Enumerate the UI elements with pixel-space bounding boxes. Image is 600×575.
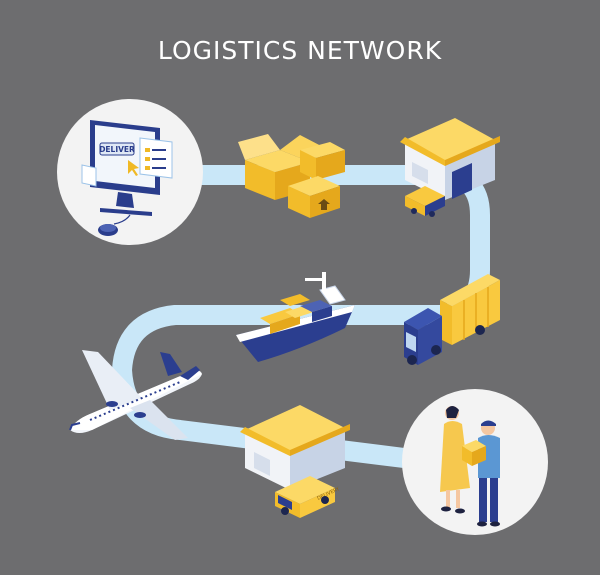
packages-icon: [238, 134, 345, 218]
freight-truck-icon: [404, 274, 500, 365]
warehouse-icon: [400, 118, 500, 217]
cargo-ship-icon: [236, 272, 355, 362]
order-online-circle: DELIVER: [57, 99, 203, 245]
delivery-handover-circle: [402, 389, 548, 535]
woman-figure-icon: [440, 406, 470, 514]
computer-monitor-icon: DELIVER: [81, 120, 173, 216]
airplane-icon: [69, 350, 202, 440]
deliver-button-label: DELIVER: [99, 145, 135, 154]
mouse-icon: [98, 214, 131, 236]
parcel-icon: [462, 440, 486, 466]
page-title: LOGISTICS NETWORK: [157, 36, 443, 65]
distribution-center-icon: DELIVERY: [240, 405, 350, 518]
